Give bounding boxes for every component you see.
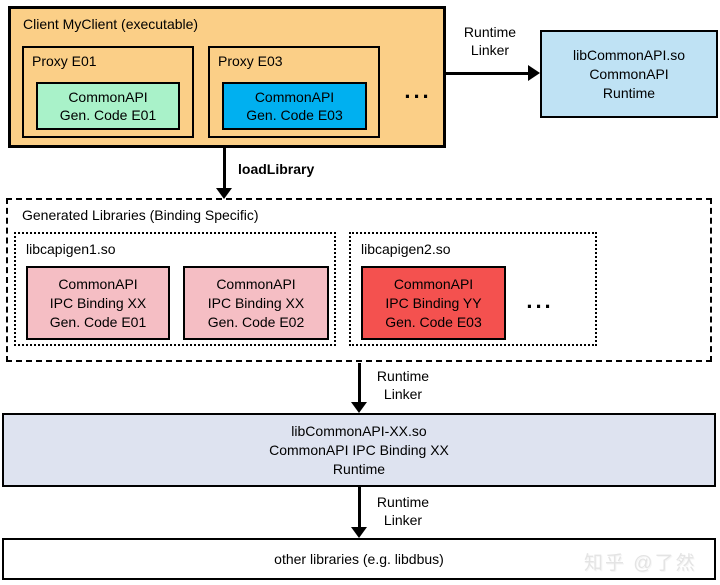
runtime-linker-mid-label: Runtime Linker bbox=[376, 368, 430, 402]
runtime-linker-top-label: Runtime Linker bbox=[463, 24, 517, 58]
gen-code-e03-label: CommonAPI Gen. Code E03 bbox=[246, 89, 343, 123]
ipc-gen-code-e02-box: CommonAPI IPC Binding XX Gen. Code E02 bbox=[183, 266, 329, 340]
libcapigen1-title: libcapigen1.so bbox=[26, 241, 116, 257]
runtime-linker-bottom-label: Runtime Linker bbox=[376, 494, 430, 528]
libcapigen1-box: libcapigen1.so bbox=[14, 232, 336, 346]
watermark: 知乎 @了然 bbox=[584, 553, 697, 574]
generated-libraries-box: Generated Libraries (Binding Specific) bbox=[6, 198, 712, 362]
libcapigen2-box: libcapigen2.so bbox=[349, 232, 597, 346]
generated-libraries-title: Generated Libraries (Binding Specific) bbox=[22, 207, 259, 223]
proxy-e01-box: Proxy E01 bbox=[22, 46, 194, 138]
ipc-binding-runtime-box: libCommonAPI-XX.so CommonAPI IPC Binding… bbox=[2, 413, 716, 487]
other-libraries-box: other libraries (e.g. libdbus) bbox=[2, 538, 716, 580]
gen-code-e01-box: CommonAPI Gen. Code E01 bbox=[36, 82, 180, 130]
ipc-gen-code-e03-label: CommonAPI IPC Binding YY Gen. Code E03 bbox=[385, 275, 482, 330]
ipc-gen-code-e01-label: CommonAPI IPC Binding XX Gen. Code E01 bbox=[49, 275, 147, 330]
proxy-e03-title: Proxy E03 bbox=[218, 53, 283, 69]
ipc-binding-runtime-label: libCommonAPI-XX.so CommonAPI IPC Binding… bbox=[269, 422, 449, 477]
client-title: Client MyClient (executable) bbox=[23, 16, 199, 32]
libcapigen2-title: libcapigen2.so bbox=[361, 241, 451, 257]
ipc-gen-code-e01-box: CommonAPI IPC Binding XX Gen. Code E01 bbox=[26, 266, 170, 340]
common-api-runtime-label: libCommonAPI.so CommonAPI Runtime bbox=[572, 46, 686, 101]
libcapigen2-ellipsis: ... bbox=[526, 288, 554, 313]
load-library-label: loadLibrary bbox=[238, 161, 315, 177]
ipc-gen-code-e03-box: CommonAPI IPC Binding YY Gen. Code E03 bbox=[361, 266, 506, 340]
ipc-gen-code-e02-label: CommonAPI IPC Binding XX Gen. Code E02 bbox=[207, 275, 305, 330]
common-api-runtime-box: libCommonAPI.so CommonAPI Runtime bbox=[540, 30, 718, 118]
gen-code-e01-label: CommonAPI Gen. Code E01 bbox=[59, 89, 157, 123]
proxy-e03-box: Proxy E03 bbox=[208, 46, 380, 138]
other-libraries-label: other libraries (e.g. libdbus) bbox=[274, 551, 444, 567]
client-ellipsis: ... bbox=[404, 78, 432, 103]
gen-code-e03-box: CommonAPI Gen. Code E03 bbox=[222, 82, 367, 130]
proxy-e01-title: Proxy E01 bbox=[32, 53, 97, 69]
